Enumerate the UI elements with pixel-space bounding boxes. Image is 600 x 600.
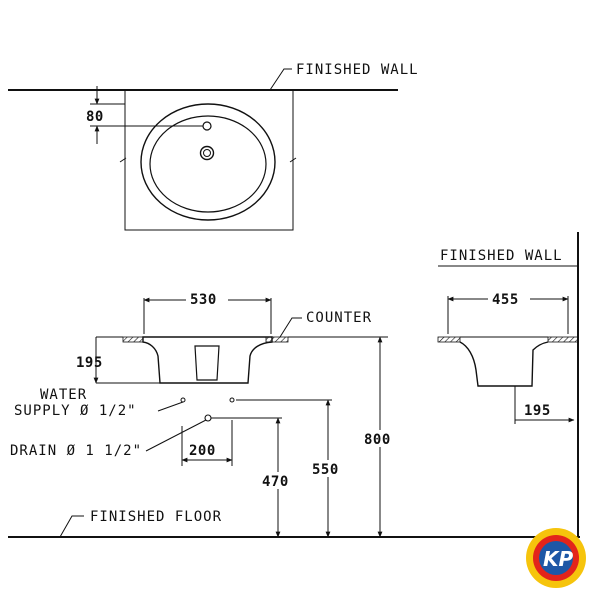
front-drain-height-dim: 470 [262, 474, 289, 490]
water-label-line2: SUPPLY Ø 1/2" [14, 403, 137, 419]
side-wall-label: FINISHED WALL [440, 248, 563, 264]
plan-view: FINISHED WALL 80 [8, 62, 419, 231]
drain-hole-inner [203, 149, 211, 157]
side-offset-dim: 195 [524, 403, 551, 419]
logo-text: KP [543, 547, 573, 571]
side-counter-right [547, 336, 579, 343]
front-470-label-bg [260, 472, 296, 489]
basin-side-body [459, 341, 549, 387]
drain-label: DRAIN Ø 1 1/2" [10, 443, 142, 459]
logo-inner-circle [539, 541, 573, 575]
tap-hole [202, 121, 212, 131]
front-depth-dim: 195 [76, 355, 103, 371]
side-counter-left [437, 336, 461, 343]
water-supply-inlet-2 [229, 397, 235, 403]
drain-leader [145, 419, 207, 452]
front-800-label-bg [361, 430, 399, 447]
side-455-label-bg [488, 290, 530, 306]
counter-right-section [265, 336, 289, 343]
front-view: 530 COUNTER 195 WATER SUPPLY Ø 1/2" DRAI… [8, 291, 580, 538]
front-550-label-bg [310, 460, 346, 477]
side-view: FINISHED WALL 455 195 [437, 232, 579, 537]
drain-hole [199, 145, 215, 161]
counter-label: COUNTER [306, 310, 372, 326]
basin-front-trap [194, 345, 220, 381]
plan-offset-dim: 80 [86, 109, 104, 125]
basin-inner-bowl [149, 115, 267, 213]
front-width-dim: 530 [190, 292, 217, 308]
plan-centerline-right [289, 157, 297, 163]
front-530-label-bg [186, 291, 228, 307]
plan-centerline-left [119, 157, 127, 163]
plan-wall-label: FINISHED WALL [296, 62, 419, 78]
kp-logo: KP [526, 528, 586, 588]
counter-leader [279, 317, 302, 338]
front-supply-height-dim: 550 [312, 462, 339, 478]
floor-label: FINISHED FLOOR [90, 509, 222, 525]
counter-left-section [122, 336, 144, 343]
water-leader [157, 401, 184, 412]
front-spacing-dim: 200 [189, 443, 216, 459]
basin-front-body [142, 336, 273, 384]
side-width-dim: 455 [492, 292, 519, 308]
water-supply-inlet [180, 397, 186, 403]
water-label-line1: WATER [40, 387, 87, 403]
front-counter-height-dim: 800 [364, 432, 391, 448]
plan-wall-leader [269, 68, 292, 91]
floor-leader [59, 515, 84, 538]
basin-outer-rim [140, 103, 276, 221]
